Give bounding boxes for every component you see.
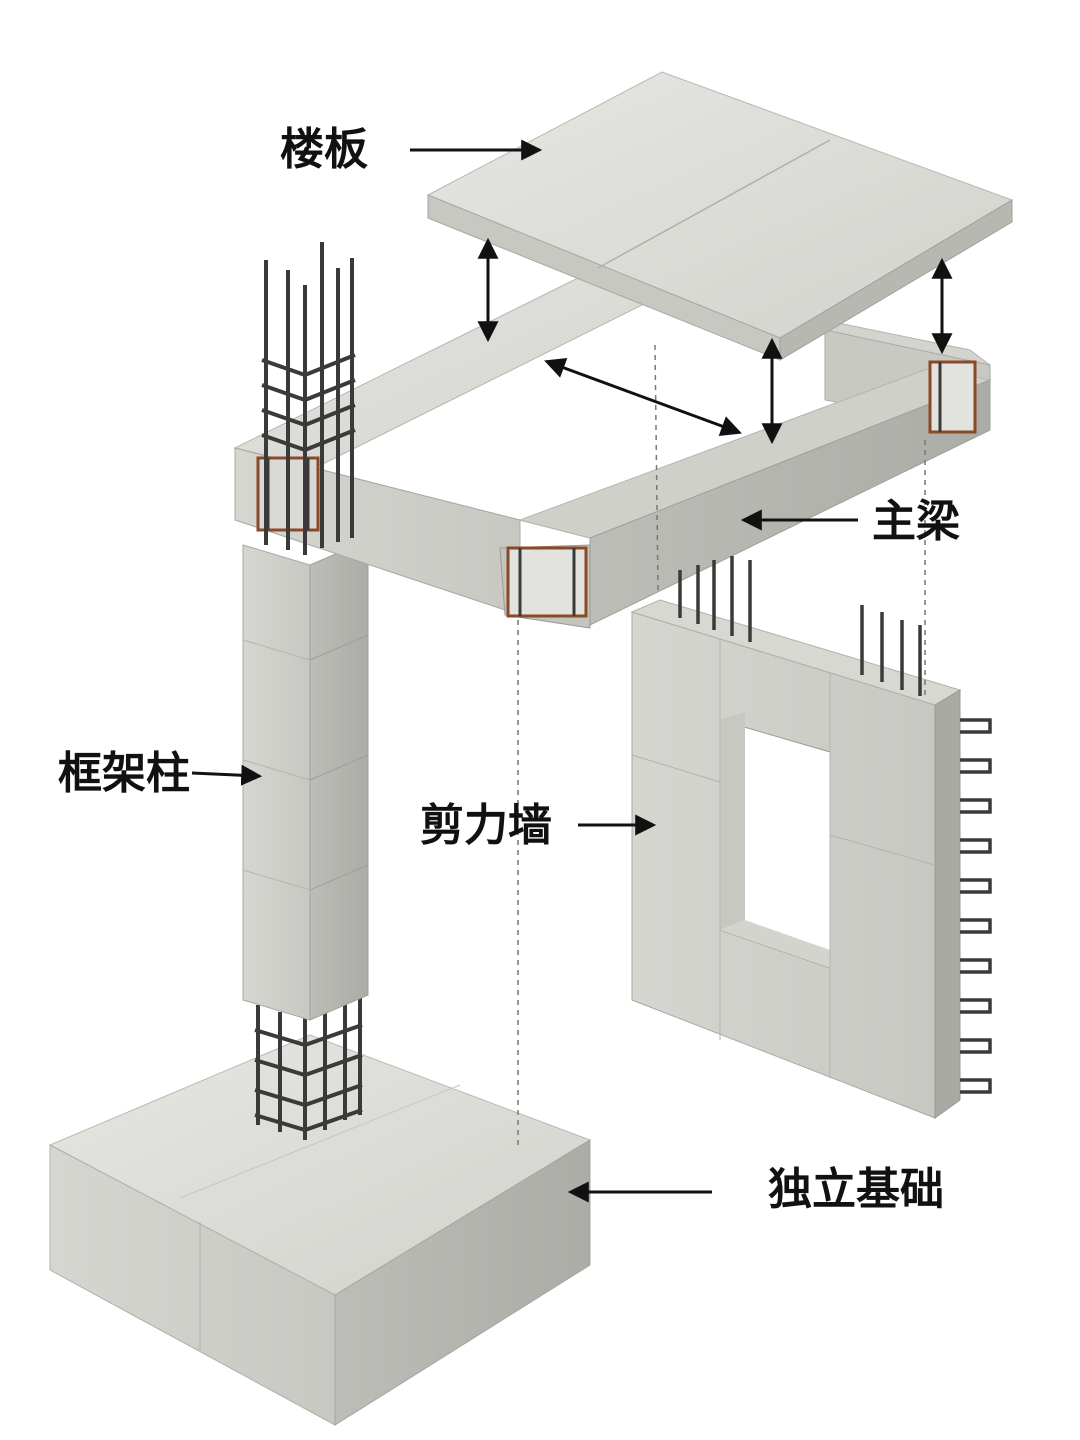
column-top-rebar — [261, 242, 356, 555]
isolated-footing — [48, 1034, 592, 1426]
column-base-rebar-cage — [254, 998, 363, 1140]
shear-wall-rebar — [678, 556, 992, 1094]
span-arrow — [544, 357, 742, 437]
floor-slab — [426, 71, 1014, 361]
frame-column-label: 框架柱 — [58, 748, 190, 799]
annotation-arrows — [191, 139, 953, 1203]
main-beam-label: 主梁 — [872, 496, 960, 547]
isolated-footing-label: 独立基础 — [768, 1164, 944, 1215]
slab-label: 楼板 — [280, 124, 368, 175]
shear-wall — [630, 599, 962, 1119]
frame-column — [242, 539, 369, 1021]
frame-column-arrow — [191, 764, 263, 786]
shear-wall-label: 剪力墙 — [420, 800, 552, 851]
